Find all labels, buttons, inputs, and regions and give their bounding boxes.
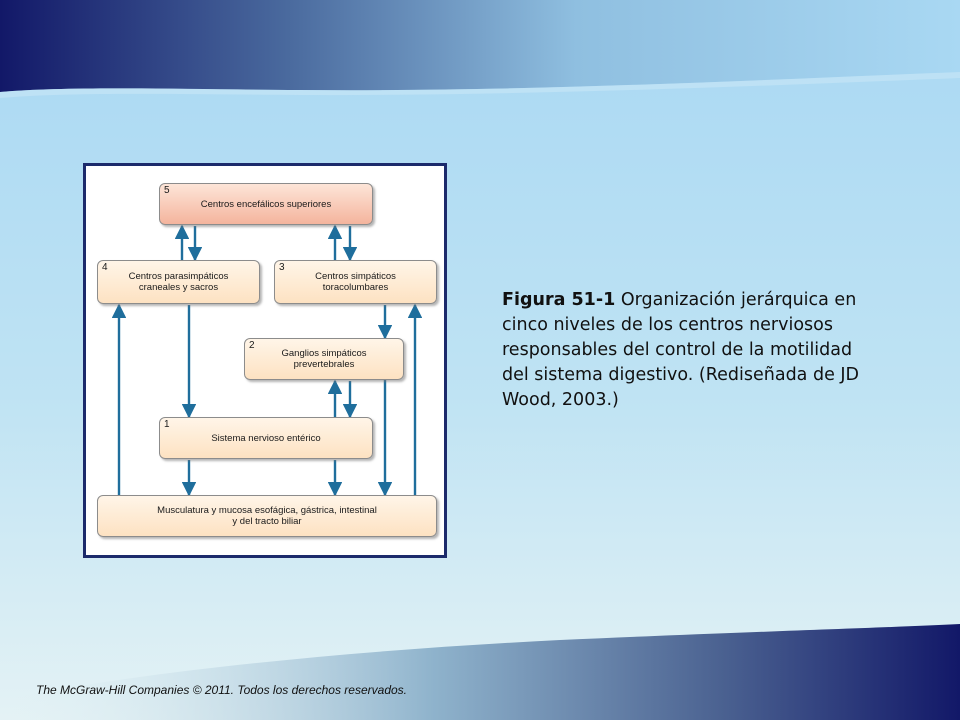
top-wave xyxy=(0,0,960,92)
node-3: 3 Centros simpáticos toracolumbares xyxy=(274,260,437,304)
node-label: Ganglios simpáticos prevertebrales xyxy=(281,348,367,370)
copyright-footer: The McGraw-Hill Companies © 2011. Todos … xyxy=(36,683,408,697)
figure-frame: 5 Centros encefálicos superiores 4 Centr… xyxy=(83,163,447,558)
node-2: 2 Ganglios simpáticos prevertebrales xyxy=(244,338,404,380)
node-number: 3 xyxy=(279,262,285,273)
node-label: Centros simpáticos toracolumbares xyxy=(315,271,396,293)
node-1: 1 Sistema nervioso entérico xyxy=(159,417,373,459)
caption-text: Organización jerárquica en cinco niveles… xyxy=(502,290,860,410)
node-number: 2 xyxy=(249,340,255,351)
figure-caption: Figura 51-1 Organización jerárquica en c… xyxy=(502,288,882,413)
node-label: Sistema nervioso entérico xyxy=(211,432,321,444)
node-number: 1 xyxy=(164,419,170,430)
diagram-arrows xyxy=(111,224,423,497)
node-effectors: Musculatura y mucosa esofágica, gástrica… xyxy=(97,495,437,537)
node-number: 5 xyxy=(164,185,170,196)
bottom-wave xyxy=(0,624,960,720)
node-number: 4 xyxy=(102,262,108,273)
caption-title: Figura 51-1 xyxy=(502,290,616,310)
node-label: Centros encefálicos superiores xyxy=(200,198,332,210)
top-wave-highlight xyxy=(0,72,960,98)
node-label: Musculatura y mucosa esofágica, gástrica… xyxy=(157,505,377,527)
node-label: Centros parasimpáticos craneales y sacro… xyxy=(128,271,229,293)
node-4: 4 Centros parasimpáticos craneales y sac… xyxy=(97,260,260,304)
node-5: 5 Centros encefálicos superiores xyxy=(159,183,373,225)
